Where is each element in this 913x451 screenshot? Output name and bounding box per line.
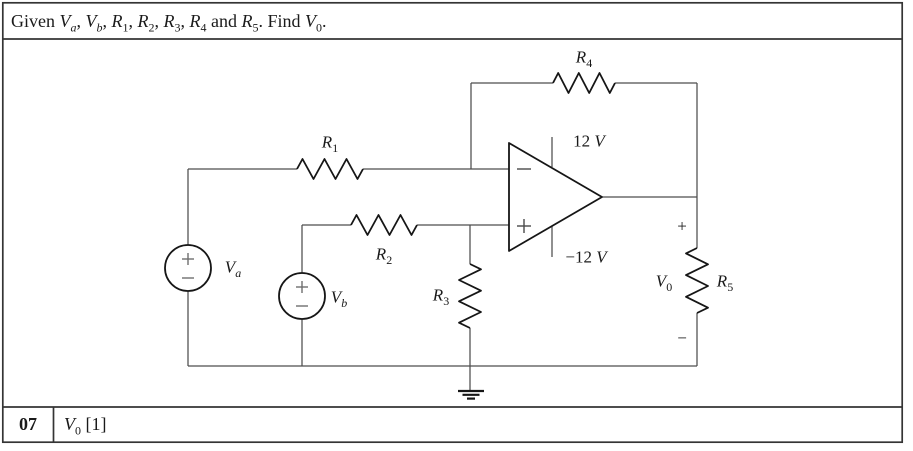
problem-statement: Given Va, Vb, R1, R2, R3, R4 and R5. Fin… xyxy=(11,11,327,35)
resistor-r4-label: R4 xyxy=(575,47,593,70)
resistor-r3 xyxy=(458,263,482,329)
voltage-source-vb xyxy=(278,272,326,320)
voltage-source-va xyxy=(164,244,212,292)
wires xyxy=(187,82,698,391)
noninverting-input-icon xyxy=(517,219,531,233)
op-amp xyxy=(508,142,603,252)
page-frame xyxy=(1,1,904,444)
positive-supply-label: 12 V xyxy=(573,131,605,151)
vb-plus-icon xyxy=(296,281,308,293)
resistor-r2-label: R2 xyxy=(375,244,393,267)
resistor-r3-label: R3 xyxy=(432,285,450,308)
resistor-r4 xyxy=(552,72,616,94)
problem-number: 07 xyxy=(19,414,37,434)
resistor-r5 xyxy=(685,247,709,314)
resistor-r5-label: R5 xyxy=(716,271,734,294)
va-plus-icon xyxy=(182,253,194,265)
resistor-r2 xyxy=(350,214,418,236)
resistor-r1-label: R1 xyxy=(321,132,339,155)
source-polarity-marks xyxy=(182,253,308,307)
answer-cell: V0 [1] xyxy=(64,414,107,438)
output-plus-mark: + xyxy=(677,216,687,236)
output-minus-mark: − xyxy=(677,328,687,348)
opamp-input-marks xyxy=(517,168,531,233)
negative-supply-label: −12 V xyxy=(565,247,607,267)
ground-icon xyxy=(458,389,484,400)
source-va-label: Va xyxy=(224,257,242,280)
components xyxy=(164,72,709,400)
resistor-r1 xyxy=(296,158,364,180)
source-vb-label: Vb xyxy=(330,287,348,310)
output-voltage-label: V0 xyxy=(655,271,673,294)
